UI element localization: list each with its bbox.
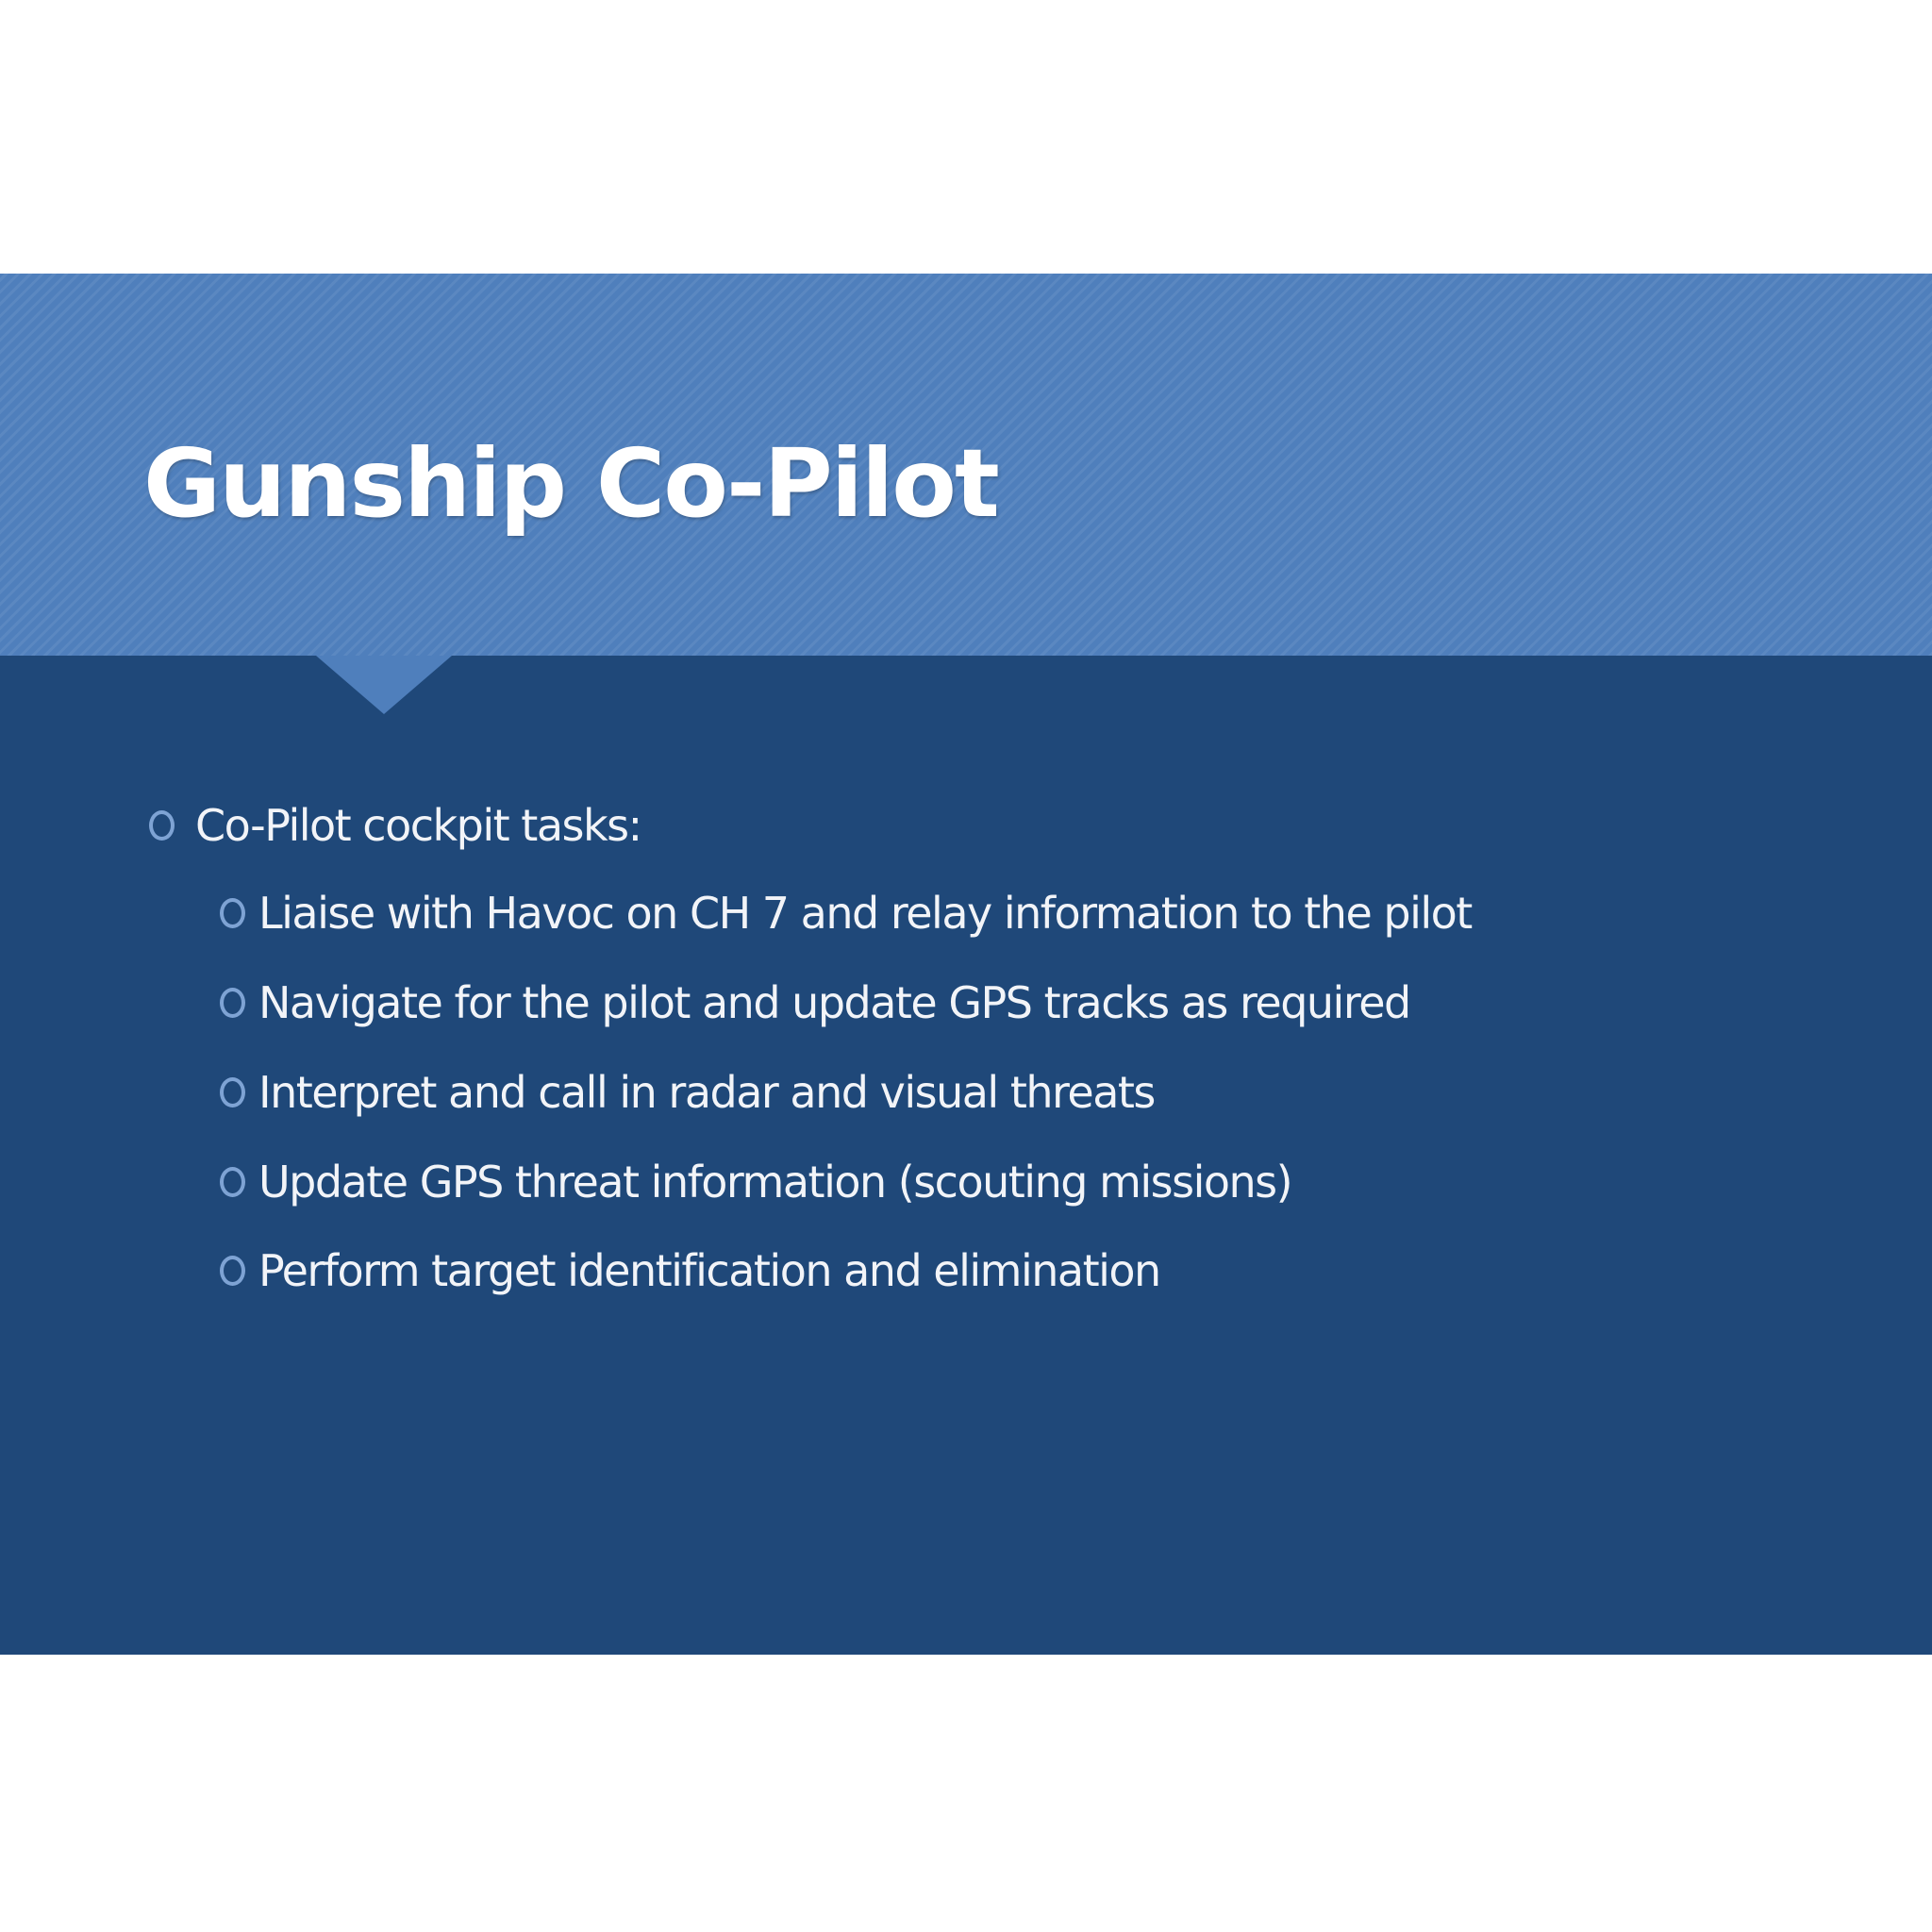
- sub-bullet-item: Update GPS threat information (scouting …: [220, 1149, 1293, 1215]
- hollow-ring-bullet-icon: [220, 1077, 245, 1108]
- hollow-ring-bullet-icon: [220, 1167, 245, 1197]
- bullet-item-level-1: Co-Pilot cockpit tasks:: [149, 792, 642, 858]
- hollow-ring-bullet-icon: [220, 988, 245, 1018]
- title-band: Gunship Co-Pilot: [0, 274, 1932, 656]
- slide: Gunship Co-Pilot Co-Pilot cockpit tasks:…: [0, 274, 1932, 1655]
- sub-bullet-item: Perform target identification and elimin…: [220, 1238, 1161, 1304]
- bullet-text: Co-Pilot cockpit tasks:: [195, 800, 642, 851]
- sub-bullet-text: Update GPS threat information (scouting …: [258, 1157, 1293, 1208]
- title-band-pointer: [316, 656, 452, 714]
- sub-bullet-text: Interpret and call in radar and visual t…: [258, 1067, 1156, 1118]
- sub-bullet-text: Navigate for the pilot and update GPS tr…: [258, 977, 1411, 1028]
- hollow-ring-bullet-icon: [220, 898, 245, 928]
- hollow-ring-bullet-icon: [149, 810, 175, 841]
- sub-bullet-item: Liaise with Havoc on CH 7 and relay info…: [220, 880, 1473, 946]
- sub-bullet-item: Interpret and call in radar and visual t…: [220, 1059, 1156, 1125]
- sub-bullet-text: Liaise with Havoc on CH 7 and relay info…: [258, 888, 1473, 939]
- sub-bullet-item: Navigate for the pilot and update GPS tr…: [220, 970, 1411, 1036]
- hollow-ring-bullet-icon: [220, 1256, 245, 1286]
- slide-title: Gunship Co-Pilot: [143, 428, 1000, 539]
- sub-bullet-text: Perform target identification and elimin…: [258, 1245, 1161, 1296]
